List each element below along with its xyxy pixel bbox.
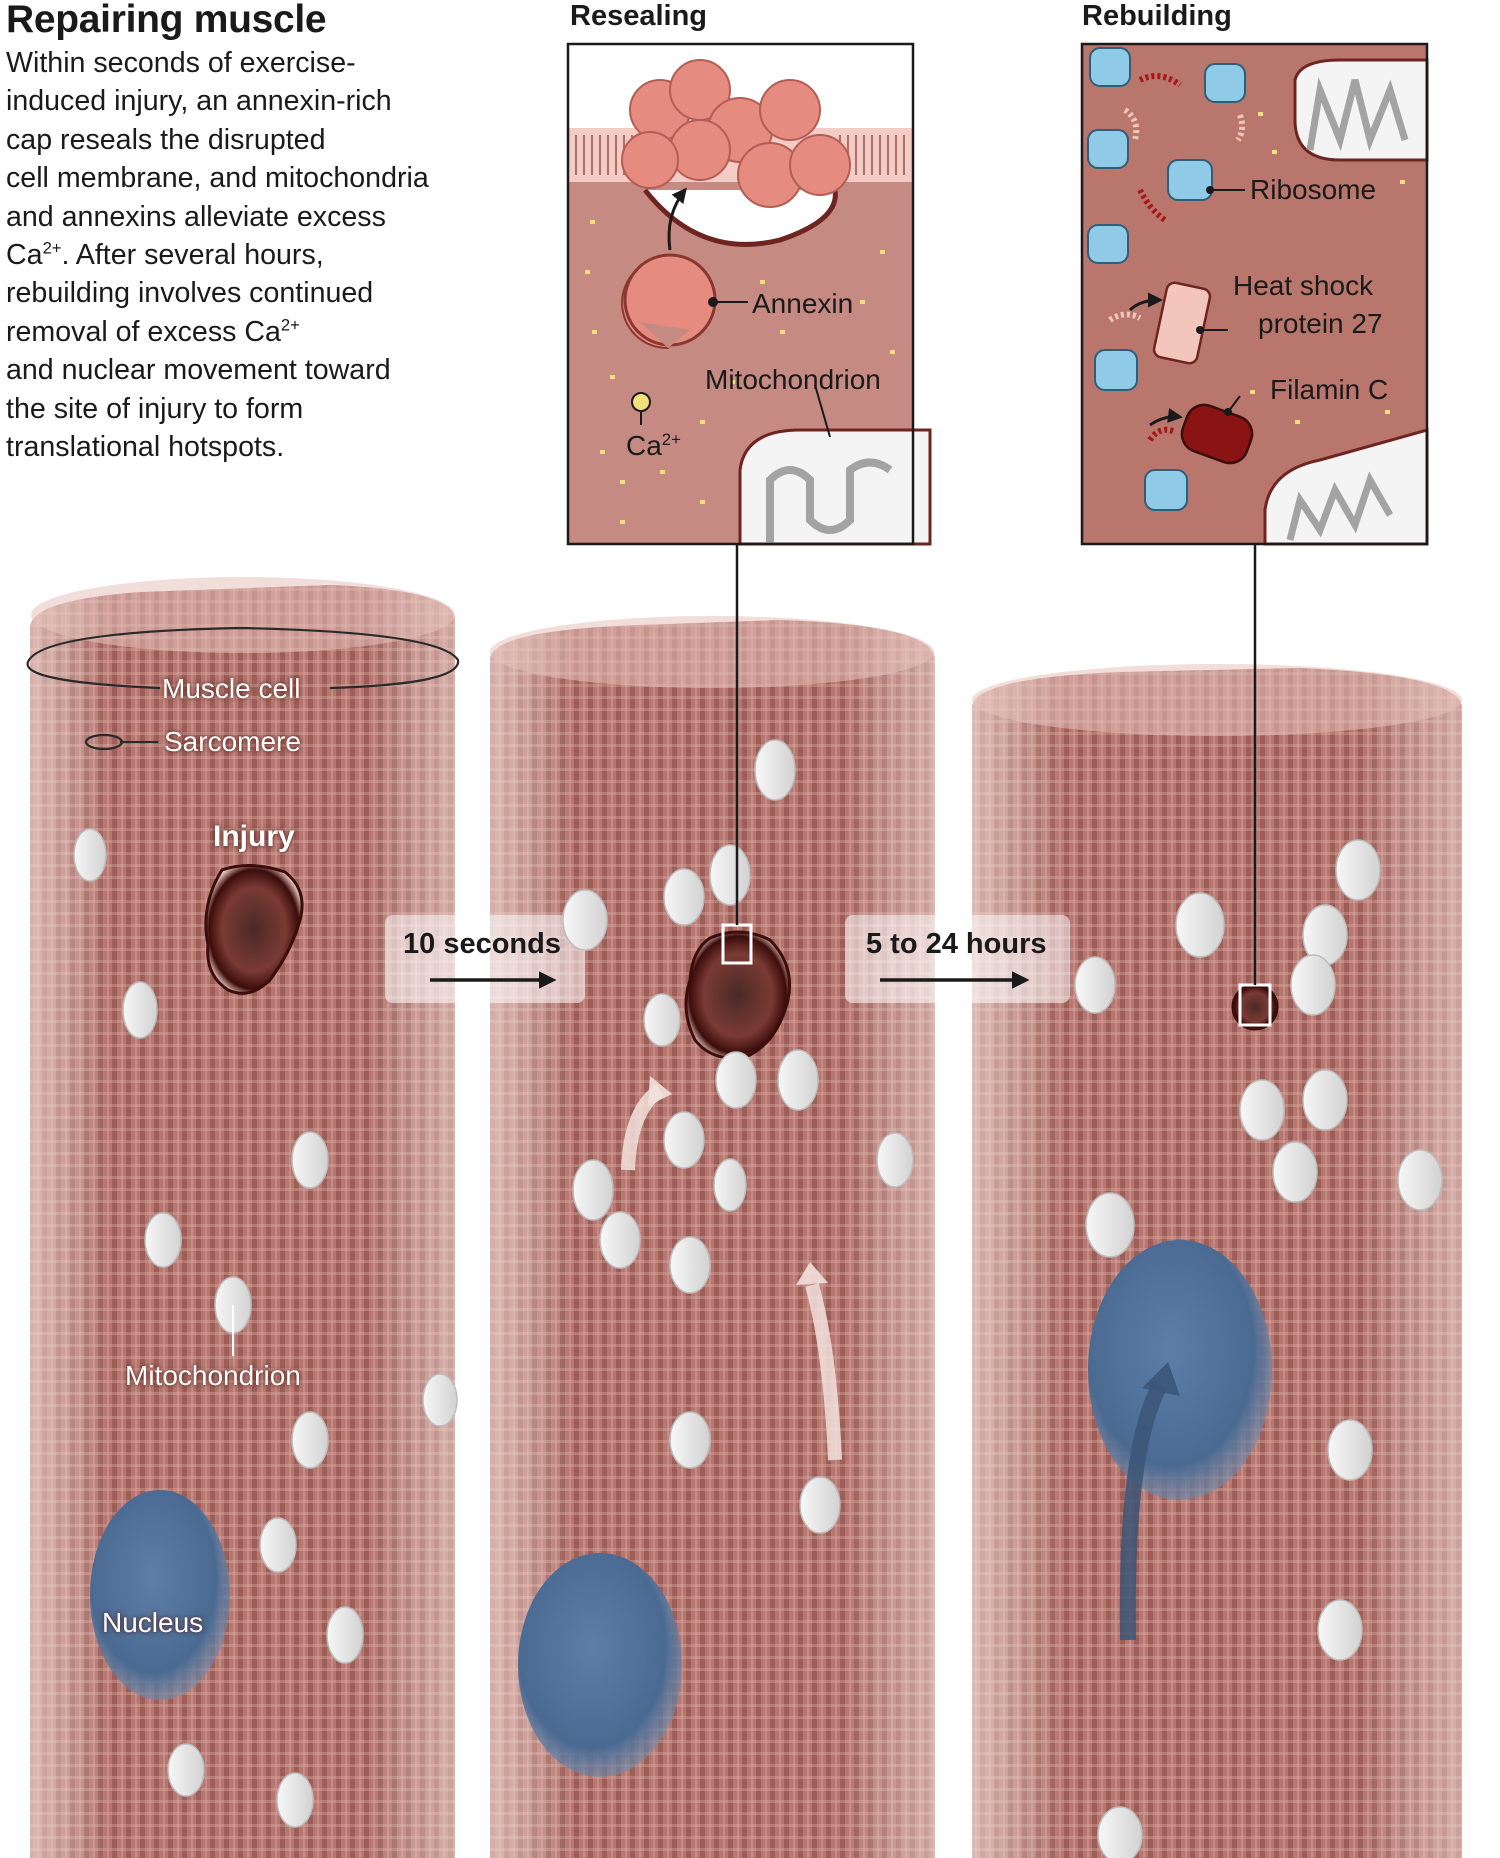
time-label-10-seconds: 10 seconds (403, 928, 561, 960)
nucleus-2 (518, 1553, 682, 1777)
intro-line: induced injury, an annexin-rich (6, 85, 392, 118)
nucleus-1 (90, 1490, 230, 1700)
ribosomes (1087, 47, 1246, 511)
intro-ca-charge-2: 2+ (280, 315, 300, 335)
membrane-cap (643, 188, 838, 247)
intro-ca-charge: 2+ (42, 238, 62, 258)
resealing-mitochondrion (738, 428, 932, 546)
intro-line: and annexins alleviate excess (6, 200, 386, 233)
sarcomere-label: Sarcomere (164, 726, 301, 757)
calcium-label: Ca2+ (626, 429, 681, 461)
intro-line: removal of excess Ca2+ (6, 313, 476, 351)
resealing-heading: Resealing (570, 0, 707, 32)
mitochondrion-cell-label: Mitochondrion (125, 1360, 301, 1391)
calcium-charge: 2+ (661, 429, 681, 449)
muscle-cell-cylinder-1 (30, 577, 455, 1858)
resealing-panel (566, 42, 932, 546)
intro-ca-2: removal of excess Ca (6, 315, 281, 348)
calcium-dots (585, 220, 895, 524)
mitochondria-cluster (73, 739, 1443, 1858)
intro-line: cap reseals the disrupted (6, 123, 326, 156)
intro-line: cell membrane, and mitochondria (6, 162, 429, 195)
intro-line: rebuilding involves continued (6, 277, 374, 310)
nucleus-migration-head (1142, 1362, 1180, 1396)
mito-migration-head-1 (648, 1076, 672, 1106)
nucleus-migration-arrow (1119, 1381, 1168, 1641)
hsp27-label-line1: Heat shock (1233, 270, 1374, 301)
nucleus-3 (1088, 1240, 1272, 1500)
intro-line: translational hotspots. (6, 431, 285, 464)
hsp27-protein (1152, 281, 1212, 365)
mito-migration-head-2 (796, 1262, 828, 1285)
injury-label: Injury (213, 820, 295, 853)
injury-site-1 (204, 863, 304, 995)
figure-title: Repairing muscle (6, 0, 327, 41)
annexin-cluster (621, 59, 851, 208)
rebuilding-panel (1080, 42, 1429, 546)
calcium-symbol: Ca (626, 430, 662, 461)
intro-ca: Ca (6, 239, 43, 272)
muscle-cell-ring (26, 626, 460, 690)
resealing-mitochondrion-label: Mitochondrion (705, 364, 881, 395)
rebuilding-heading: Rebuilding (1082, 0, 1232, 32)
mito-migration-arrow-2 (805, 1283, 842, 1461)
annexin-label: Annexin (752, 288, 854, 319)
nascent-chains (1137, 73, 1182, 442)
injury-site-2 (684, 930, 792, 1060)
annexin-arrow (667, 187, 687, 251)
intro-line-tail: . After several hours, (61, 239, 324, 272)
intro-line: Ca2+. After several hours, (6, 236, 476, 274)
nucleus-label: Nucleus (102, 1607, 204, 1638)
time-label-5-to-24-hours: 5 to 24 hours (866, 928, 1047, 960)
intro-line: Within seconds of exercise- (6, 47, 356, 79)
intro-text: Within seconds of exercise- induced inju… (6, 44, 476, 466)
muscle-cell-label: Muscle cell (162, 673, 301, 704)
ribosome-label: Ribosome (1250, 174, 1377, 205)
hsp27-label-line2: protein 27 (1258, 308, 1383, 339)
calcium-ion (631, 392, 651, 412)
intro-line: and nuclear movement toward (6, 354, 391, 387)
intro-line: the site of injury to form (6, 392, 304, 425)
filamin-label: Filamin C (1270, 374, 1389, 405)
